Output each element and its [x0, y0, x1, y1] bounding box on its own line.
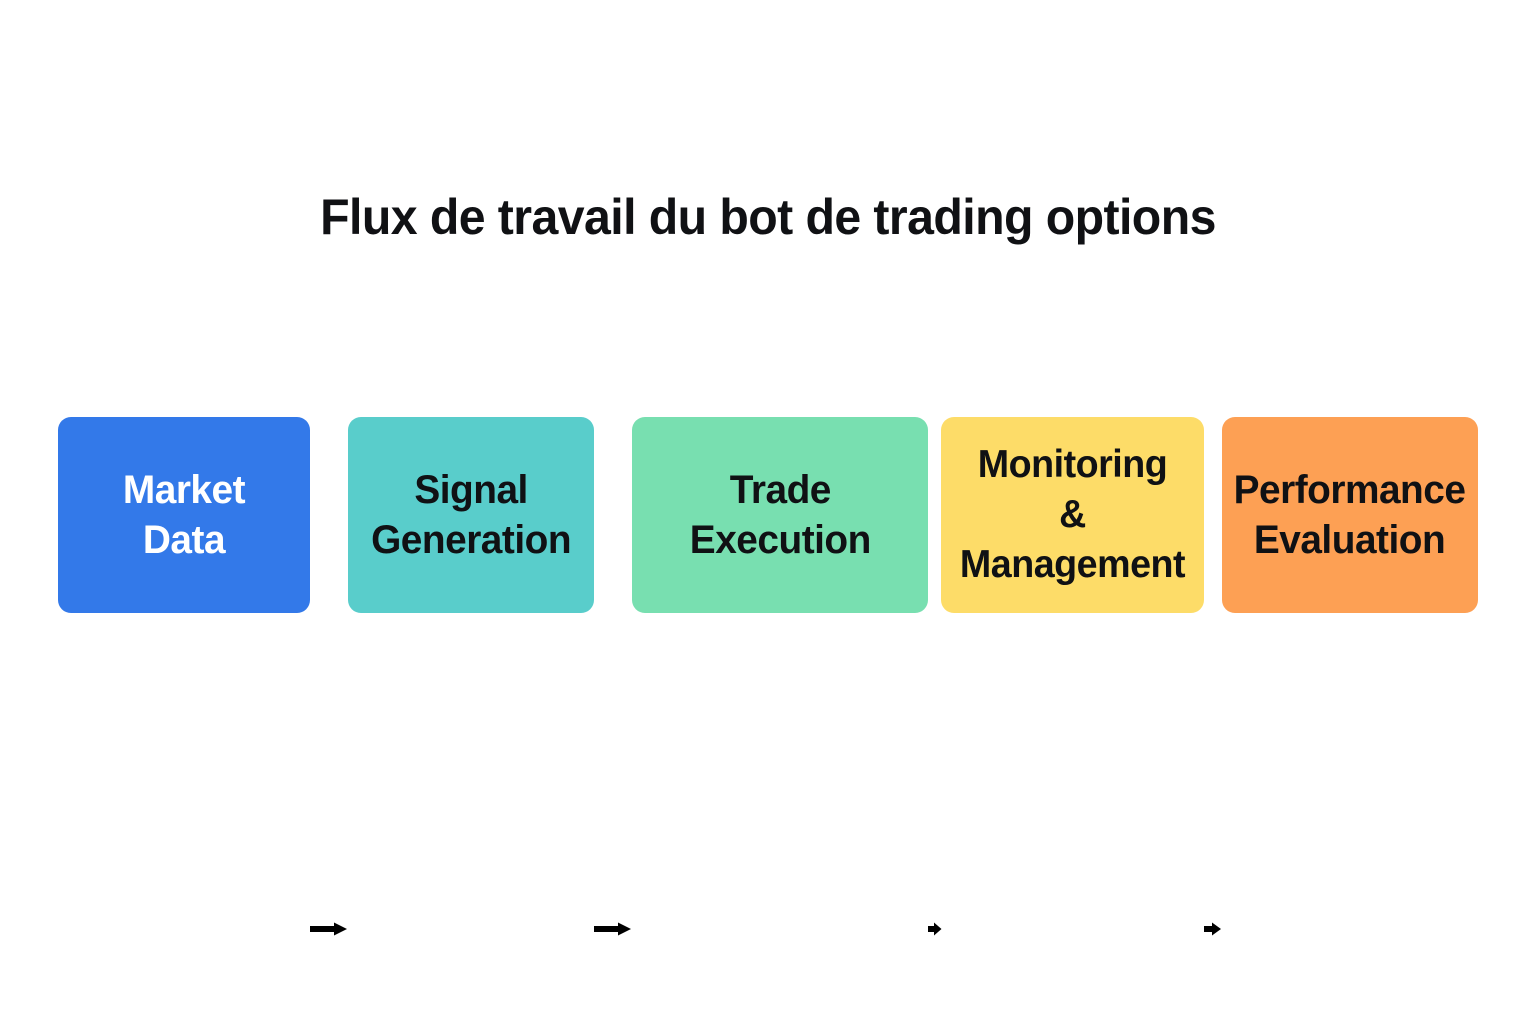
arrow-right-icon [1204, 911, 1222, 947]
flow-node-market-data[interactable]: Market Data [58, 417, 310, 613]
flow-node-label: Trade Execution [689, 468, 871, 562]
flow-node-label: Market Data [122, 468, 246, 562]
page-title: Flux de travail du bot de trading option… [320, 189, 1216, 245]
flow-node-signal-generation[interactable]: Signal Generation [348, 417, 594, 613]
arrow-right-icon [310, 911, 348, 947]
flow-row: Market Data Signal Generation Trade Exec… [0, 417, 1536, 936]
flow-node-monitoring-management[interactable]: Monitoring & Management [941, 417, 1204, 613]
flow-node-label: Performance Evaluation [1234, 468, 1466, 562]
flow-node-trade-execution[interactable]: Trade Execution [632, 417, 928, 613]
flow-node-performance-evaluation[interactable]: Performance Evaluation [1222, 417, 1478, 613]
arrow-right-icon [594, 911, 632, 947]
flow-node-label: Signal Generation [371, 468, 571, 562]
flow-node-label: Monitoring & Management [959, 443, 1186, 586]
arrow-right-icon [928, 911, 942, 947]
